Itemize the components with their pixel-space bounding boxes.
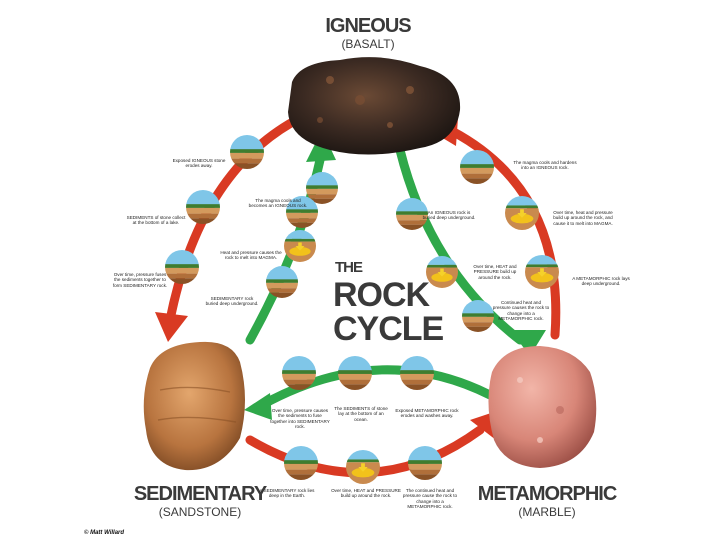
stage-circle bbox=[266, 266, 298, 298]
caption-c-sed-ig-3: SEDIMENTARY rock buried deep underground… bbox=[205, 296, 259, 307]
caption-c-met-sed-3: Exposed METAMORPHIC rock erodes and wash… bbox=[395, 408, 459, 419]
caption-c-ig-sed-2: SEDIMENTS of stone collect at the bottom… bbox=[126, 215, 186, 226]
caption-c-ig-sed-3: Over time, pressure fuses the sediments … bbox=[112, 272, 168, 288]
caption-text: Exposed METAMORPHIC rock erodes and wash… bbox=[395, 408, 459, 419]
caption-c-met-sed-1: Over time, pressure causes the sediments… bbox=[270, 408, 330, 429]
captions: Exposed IGNEOUS stone erodes away. SEDIME… bbox=[112, 158, 630, 509]
metamorphic-subtitle: (MARBLE) bbox=[518, 505, 575, 519]
caption-c-sed-met-1: A SEDIMENTARY rock lies deep in the Eart… bbox=[259, 488, 315, 499]
center-title-rock: ROCK bbox=[333, 276, 431, 314]
center-title-the: THE bbox=[335, 259, 363, 276]
stage-circle bbox=[462, 300, 494, 332]
stage-circle bbox=[426, 256, 458, 288]
caption-text: Continued heat and pressure causes the r… bbox=[492, 300, 550, 321]
arrowhead-metamorphic-to-sedimentary bbox=[244, 393, 272, 420]
caption-text: SEDIMENTARY rock buried deep underground… bbox=[205, 296, 259, 307]
caption-text: The magma cools and becomes an IGNEOUS r… bbox=[248, 198, 308, 209]
metamorphic-title: METAMORPHIC bbox=[478, 483, 617, 505]
caption-c-met-sed-2: The SEDIMENTS of stone lay at the bottom… bbox=[334, 406, 388, 422]
caption-c-ig-met-3: Continued heat and pressure causes the r… bbox=[492, 300, 550, 321]
stage-circle bbox=[282, 356, 316, 390]
stage-circle bbox=[284, 230, 316, 262]
caption-text: Heat and pressure causes the rock to mel… bbox=[220, 250, 282, 261]
caption-c-met-ig-1: The magma cools and hardens into an IGNE… bbox=[513, 160, 577, 171]
caption-c-ig-sed-1: Exposed IGNEOUS stone erodes away. bbox=[172, 158, 226, 169]
stage-circle bbox=[338, 356, 372, 390]
caption-c-sed-met-2: Over time, HEAT and PRESSURE build up ar… bbox=[331, 488, 401, 499]
caption-text: Over time, HEAT and PRESSURE build up ar… bbox=[331, 488, 401, 499]
metamorphic-rock-image bbox=[488, 346, 597, 468]
sedimentary-rock-image bbox=[143, 341, 245, 471]
stage-circle bbox=[505, 196, 539, 230]
caption-text: Over time, pressure causes the sediments… bbox=[270, 408, 330, 429]
caption-text: Over time, pressure fuses the sediments … bbox=[112, 272, 168, 288]
arrow-metamorphic-to-sedimentary bbox=[257, 365, 495, 410]
caption-text: Exposed IGNEOUS stone erodes away. bbox=[172, 158, 226, 169]
sedimentary-title: SEDIMENTARY bbox=[134, 483, 268, 505]
stage-circle bbox=[346, 450, 380, 484]
igneous-rock-image bbox=[288, 57, 461, 155]
caption-c-met-ig-3: A METAMORPHIC rock lays deep underground… bbox=[572, 276, 630, 287]
arrowhead-igneous-to-metamorphic bbox=[510, 330, 546, 356]
arrowhead-igneous-to-sedimentary bbox=[155, 312, 188, 342]
caption-text: A SEDIMENTARY rock lies deep in the Eart… bbox=[259, 488, 315, 499]
caption-text: An IGNEOUS rock is buried deep undergrou… bbox=[422, 210, 476, 221]
caption-text: SEDIMENTS of stone collect at the bottom… bbox=[126, 215, 186, 226]
caption-c-sed-met-3: The continued heat and pressure cause th… bbox=[402, 488, 458, 509]
caption-c-ig-met-2: Over time, HEAT and PRESSURE build up ar… bbox=[473, 264, 517, 280]
caption-c-sed-ig-2: Heat and pressure causes the rock to mel… bbox=[220, 250, 282, 261]
caption-text: The magma cools and hardens into an IGNE… bbox=[513, 160, 577, 171]
arrowhead-sedimentary-to-metamorphic bbox=[470, 412, 496, 440]
caption-text: Over time, HEAT and PRESSURE build up ar… bbox=[473, 264, 517, 280]
caption-text: The SEDIMENTS of stone lay at the bottom… bbox=[334, 406, 388, 422]
caption-text: The continued heat and pressure cause th… bbox=[402, 488, 458, 509]
stage-circle bbox=[460, 150, 494, 184]
caption-c-met-ig-2: Over time, heat and pressure build up ar… bbox=[553, 210, 613, 226]
caption-c-sed-ig-1: The magma cools and becomes an IGNEOUS r… bbox=[248, 198, 308, 209]
caption-text: Over time, heat and pressure build up ar… bbox=[553, 210, 613, 226]
stage-circle bbox=[400, 356, 434, 390]
igneous-subtitle: (BASALT) bbox=[341, 37, 394, 51]
credit: © Matt Willard bbox=[84, 529, 124, 536]
center-title-cycle: CYCLE bbox=[333, 310, 444, 348]
stage-circle bbox=[186, 190, 220, 224]
stage-circle bbox=[284, 446, 318, 480]
sedimentary-subtitle: (SANDSTONE) bbox=[159, 505, 241, 519]
caption-c-ig-met-1: An IGNEOUS rock is buried deep undergrou… bbox=[422, 210, 476, 221]
stage-circle bbox=[230, 135, 264, 169]
stage-circle bbox=[408, 446, 442, 480]
caption-text: A METAMORPHIC rock lays deep underground… bbox=[572, 276, 630, 287]
igneous-title: IGNEOUS bbox=[325, 15, 411, 37]
stage-circle bbox=[525, 255, 559, 289]
stage-circle bbox=[165, 250, 199, 284]
